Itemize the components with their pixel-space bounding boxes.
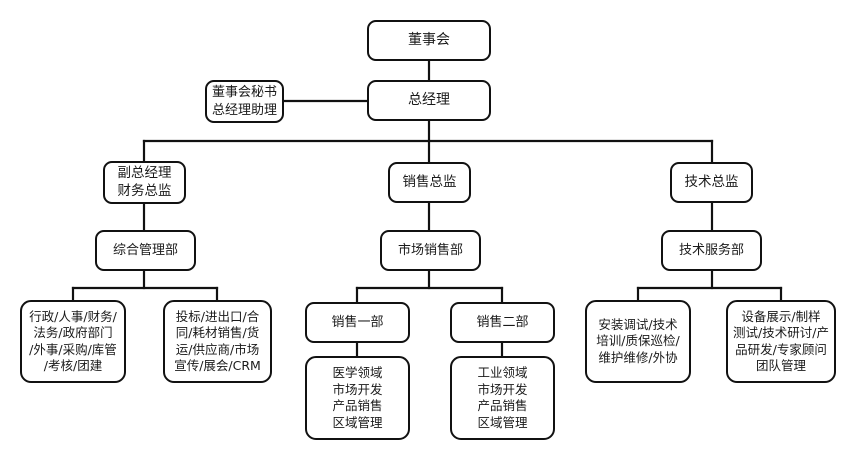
node-general-manager[interactable]: 总经理 [367,80,491,121]
node-sales-unit-2-functions[interactable]: 工业领域 市场开发 产品销售 区域管理 [450,356,555,440]
node-tech-functions-2[interactable]: 设备展示/制样 测试/技术研讨/产 品研发/专家顾问 团队管理 [726,300,836,383]
node-sales-director[interactable]: 销售总监 [388,162,471,203]
node-admin-department[interactable]: 综合管理部 [95,230,196,271]
node-board[interactable]: 董事会 [367,20,491,61]
node-admin-functions-1[interactable]: 行政/人事/财务/ 法务/政府部门 /外事/采购/库管 /考核/团建 [20,300,126,383]
node-tech-director[interactable]: 技术总监 [670,162,753,203]
node-vp-finance-director[interactable]: 副总经理 财务总监 [103,161,186,204]
node-market-sales-department[interactable]: 市场销售部 [380,230,481,271]
node-sales-unit-1[interactable]: 销售一部 [305,302,410,343]
node-sales-unit-1-functions[interactable]: 医学领域 市场开发 产品销售 区域管理 [305,356,410,440]
node-board-secretary[interactable]: 董事会秘书 总经理助理 [205,80,284,123]
node-tech-functions-1[interactable]: 安装调试/技术 培训/质保巡检/ 维护维修/外协 [585,300,691,383]
node-admin-functions-2[interactable]: 投标/进出口/合 同/耗材销售/货 运/供应商/市场 宣传/展会/CRM [163,300,272,383]
node-tech-service-department[interactable]: 技术服务部 [661,230,762,271]
node-sales-unit-2[interactable]: 销售二部 [450,302,555,343]
